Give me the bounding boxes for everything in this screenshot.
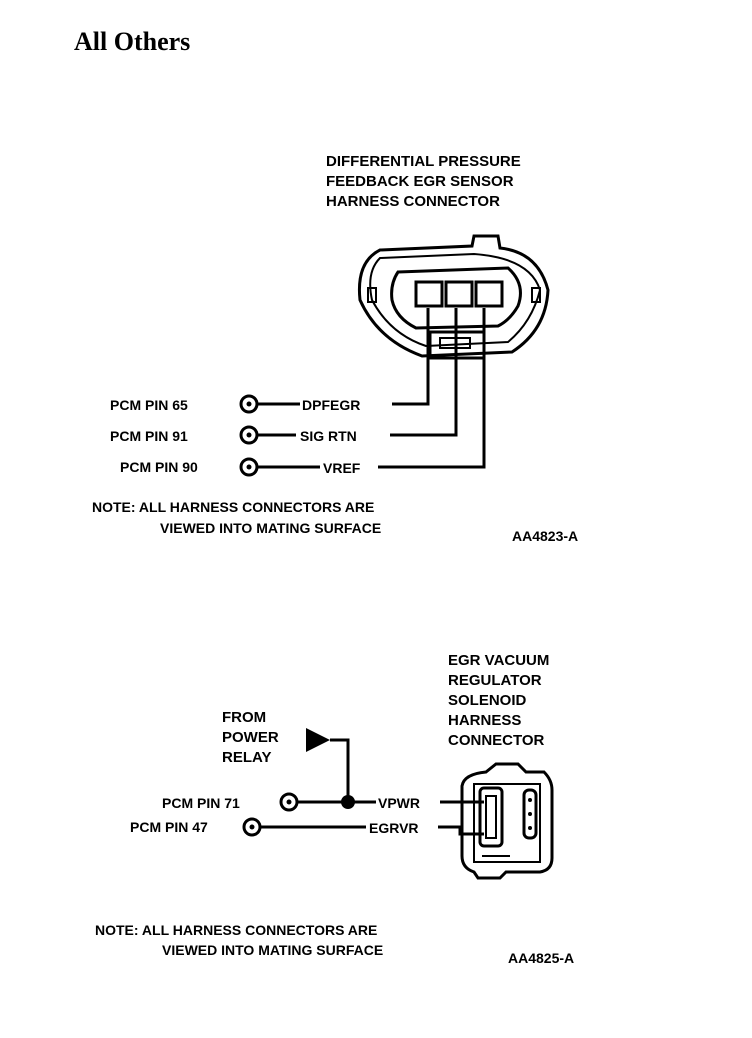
dpfe-sensor-diagram: DIFFERENTIAL PRESSURE FEEDBACK EGR SENSO… (92, 153, 578, 544)
dpfegr-signal-label: DPFEGR (302, 397, 360, 413)
dpfe-title-line-1: DIFFERENTIAL PRESSURE (326, 153, 521, 170)
sig-rtn-signal-label: SIG RTN (300, 428, 357, 444)
power-relay-line-3: RELAY (222, 749, 271, 766)
egr-vacuum-regulator-diagram: EGR VACUUM REGULATOR SOLENOID HARNESS CO… (95, 652, 574, 966)
dpfe-note-line-1: NOTE: ALL HARNESS CONNECTORS ARE (92, 499, 374, 515)
dpfe-pin-row-65: PCM PIN 65 DPFEGR (110, 308, 430, 414)
pcm-pin-65-label: PCM PIN 65 (110, 397, 188, 413)
dpfe-connector-shape (357, 234, 550, 360)
evr-figure-code: AA4825-A (508, 950, 574, 966)
evr-title-line-3: SOLENOID (448, 692, 527, 709)
pcm-pin-91-label: PCM PIN 91 (110, 428, 188, 444)
dpfe-note-line-2: VIEWED INTO MATING SURFACE (160, 520, 381, 536)
power-source-arrow-icon (306, 728, 330, 752)
evr-note-line-2: VIEWED INTO MATING SURFACE (162, 942, 383, 958)
dpfe-title-line-3: HARNESS CONNECTOR (326, 193, 500, 210)
pcm-pin-47-label: PCM PIN 47 (130, 819, 208, 835)
evr-pin-row-71: PCM PIN 71 VPWR (162, 792, 484, 812)
evr-title-line-2: REGULATOR (448, 672, 542, 689)
page-heading: All Others (74, 27, 190, 56)
vpwr-signal-label: VPWR (378, 795, 420, 811)
power-relay-line-2: POWER (222, 729, 279, 746)
dpfe-title-line-2: FEEDBACK EGR SENSOR (326, 173, 514, 190)
dpfe-pin-row-90: PCM PIN 90 VREF (120, 308, 486, 477)
pcm-pin-90-label: PCM PIN 90 (120, 459, 198, 475)
evr-title-line-5: CONNECTOR (448, 732, 545, 749)
vref-signal-label: VREF (323, 460, 361, 476)
power-relay-line-1: FROM (222, 709, 266, 726)
evr-title-line-1: EGR VACUUM (448, 652, 549, 669)
evr-title-line-4: HARNESS (448, 712, 521, 729)
dpfe-pin-row-91: PCM PIN 91 SIG RTN (110, 308, 458, 445)
dpfe-figure-code: AA4823-A (512, 528, 578, 544)
evr-note-line-1: NOTE: ALL HARNESS CONNECTORS ARE (95, 922, 377, 938)
evr-pin-row-47: PCM PIN 47 EGRVR (130, 817, 484, 837)
egrvr-signal-label: EGRVR (369, 820, 419, 836)
pcm-pin-71-label: PCM PIN 71 (162, 795, 240, 811)
evr-connector-shape (460, 762, 554, 880)
